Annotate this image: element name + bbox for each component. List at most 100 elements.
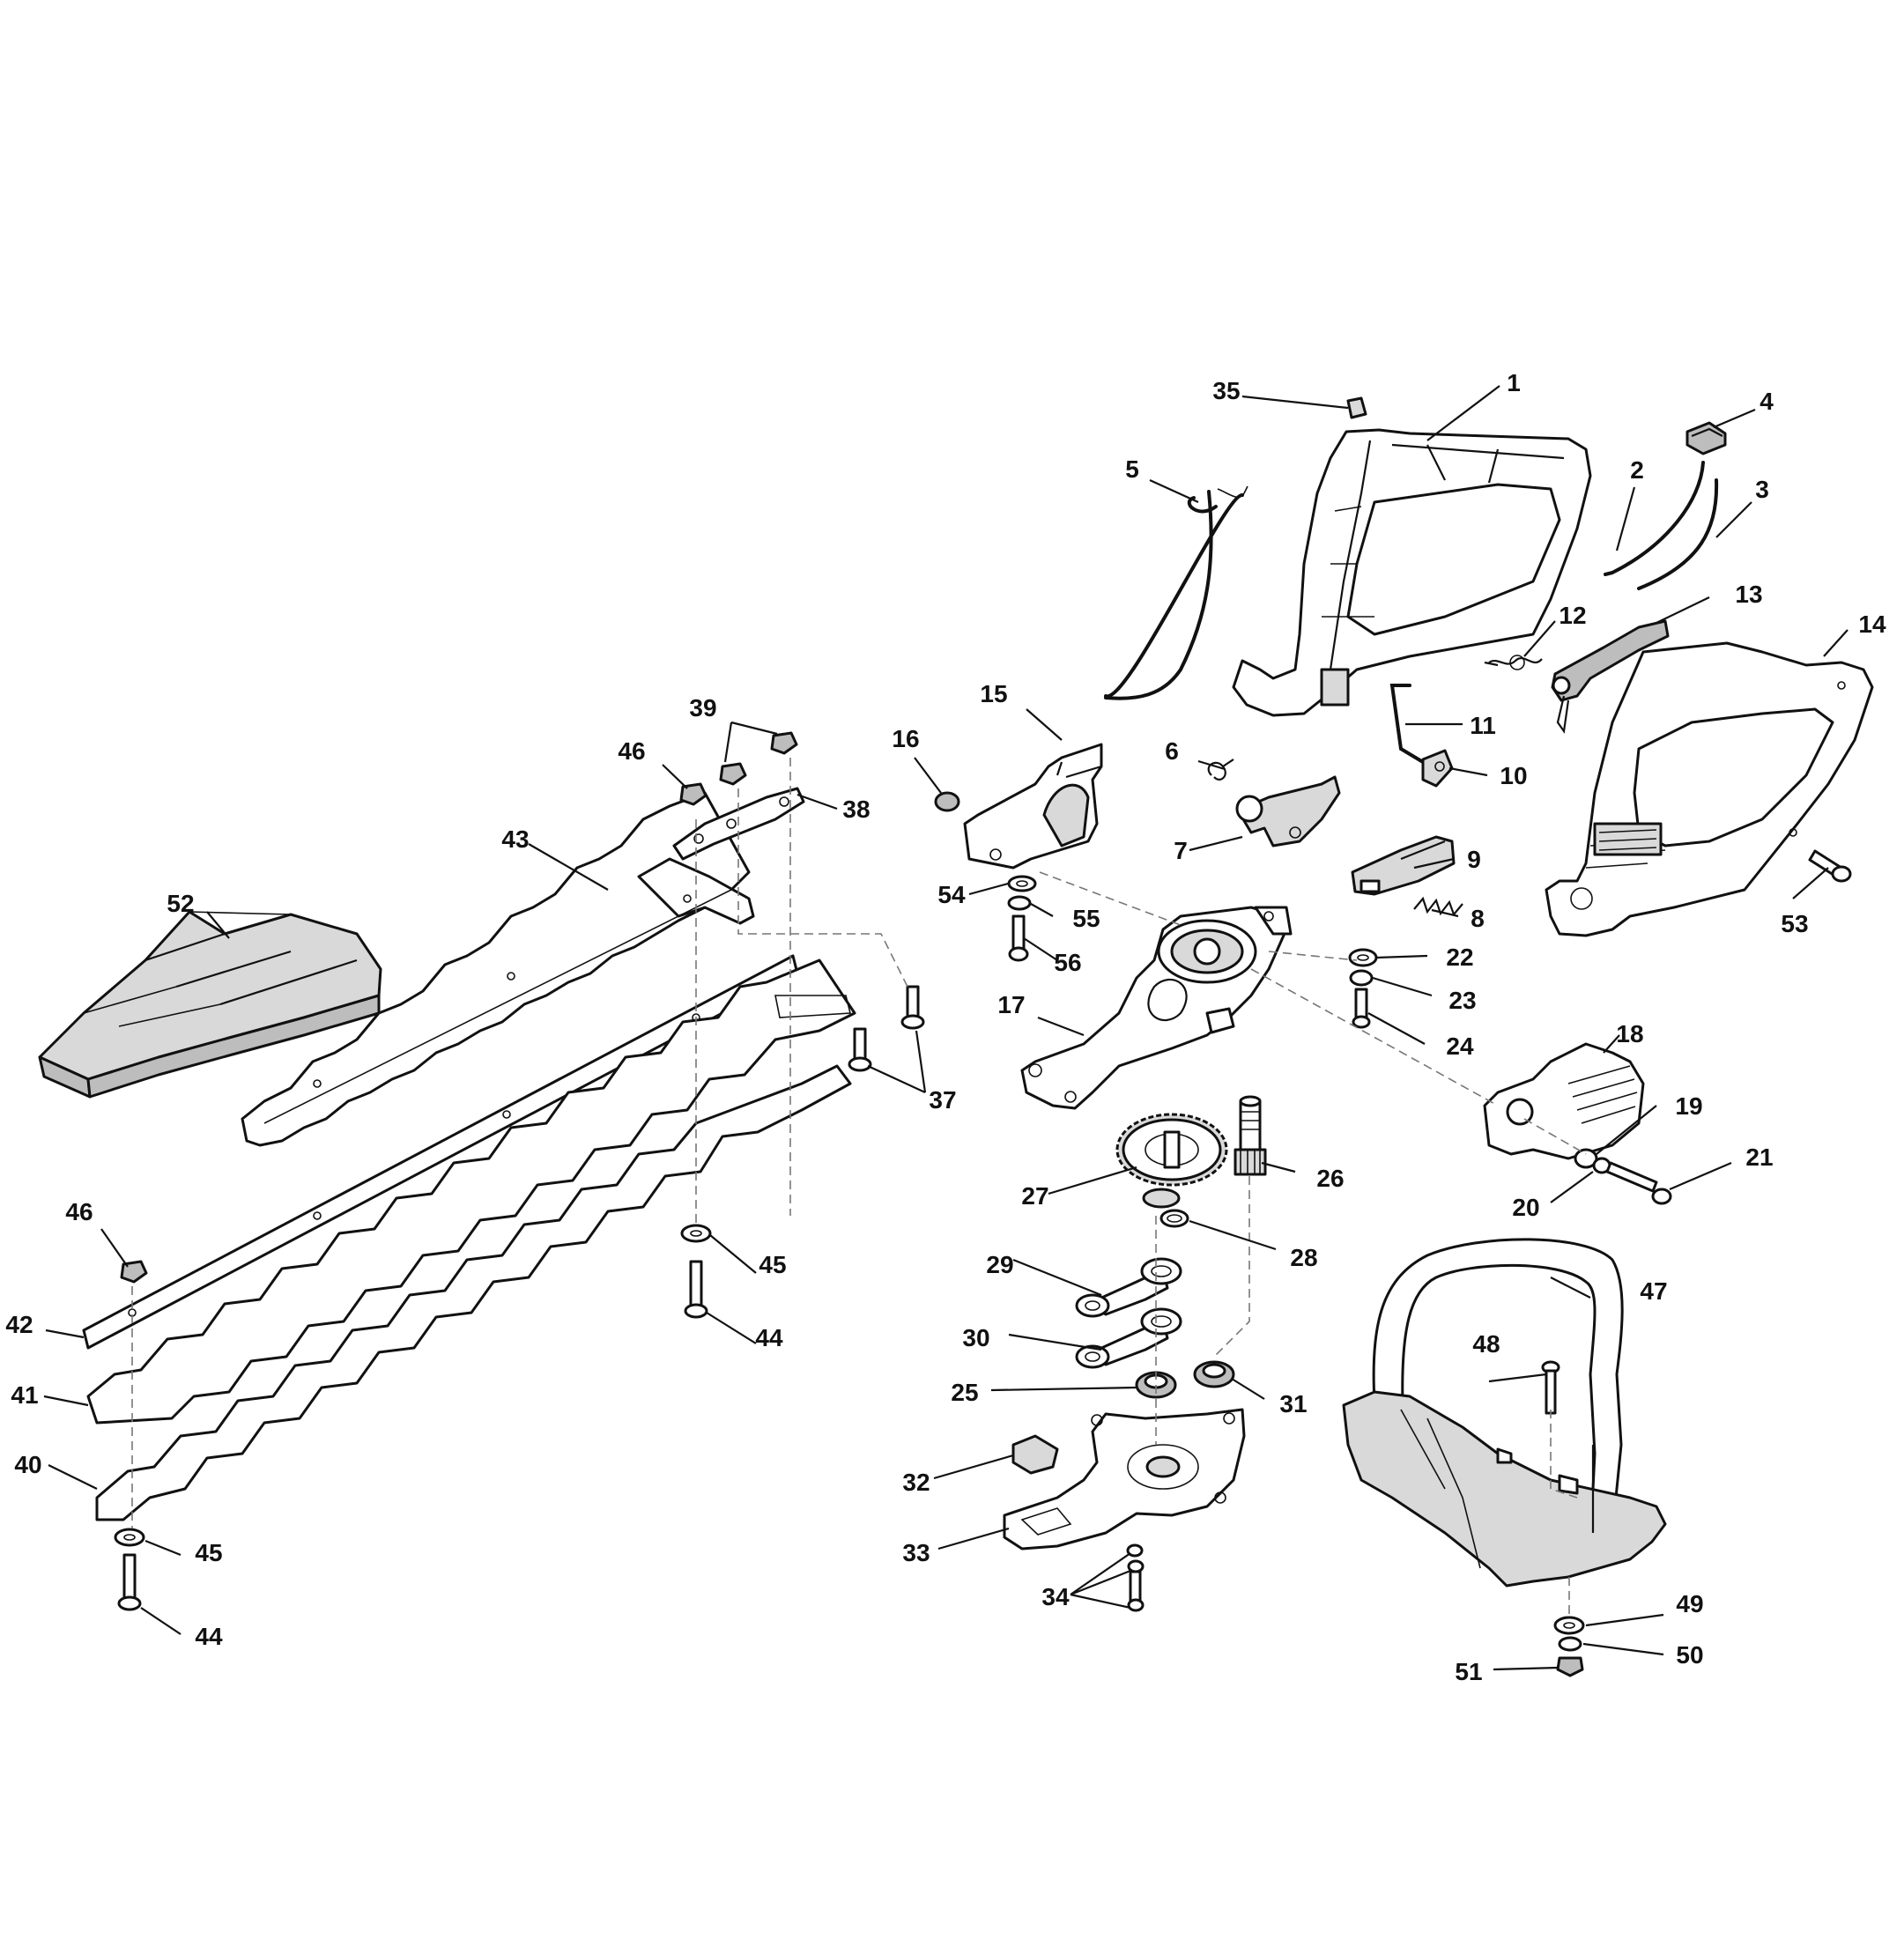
assembly-guide-lines: [131, 758, 1587, 1617]
callout-27: 27: [1021, 1182, 1048, 1210]
part-15-bracket: [963, 743, 1103, 870]
part-23-washer: [1349, 969, 1374, 987]
callout-29: 29: [986, 1251, 1013, 1278]
part-40-blade-lower: [95, 1064, 852, 1521]
callout-17: 17: [997, 991, 1025, 1018]
callout-41: 41: [11, 1381, 38, 1409]
callout-50: 50: [1676, 1641, 1703, 1669]
callout-52: 52: [167, 890, 194, 917]
callout-35: 35: [1212, 377, 1240, 404]
callout-32: 32: [902, 1469, 930, 1496]
callout-49: 49: [1676, 1590, 1703, 1617]
callout-20: 20: [1512, 1194, 1539, 1221]
part-6-spring: [1207, 759, 1234, 781]
part-28-ring: [1159, 1209, 1189, 1228]
callout-53: 53: [1781, 910, 1808, 937]
callout-24: 24: [1446, 1033, 1474, 1060]
callout-28: 28: [1290, 1244, 1317, 1271]
part-47-front-handle: [1342, 1238, 1667, 1588]
part-14-handle-cover: [1545, 641, 1874, 937]
callout-5: 5: [1125, 455, 1139, 483]
callout-26: 26: [1316, 1165, 1344, 1192]
part-52-blade-guard: [38, 910, 382, 1099]
part-46-nut-upper: [679, 782, 708, 806]
callout-54: 54: [937, 881, 966, 908]
part-10-bracket: [1421, 749, 1454, 788]
callout-44-right: 44: [755, 1324, 783, 1351]
part-48-bolt: [1541, 1360, 1560, 1415]
callout-21: 21: [1745, 1144, 1773, 1171]
callout-37: 37: [929, 1086, 956, 1114]
callout-46-upper: 46: [618, 737, 645, 765]
part-53-screw: [1808, 849, 1852, 883]
part-7-lock-lever: [1235, 775, 1341, 847]
callout-6: 6: [1165, 737, 1179, 765]
part-5-cable: [1104, 485, 1248, 700]
callout-8: 8: [1471, 905, 1485, 932]
part-49-washer: [1553, 1616, 1585, 1635]
callout-25: 25: [951, 1379, 978, 1406]
callout-19: 19: [1675, 1092, 1702, 1120]
callout-56: 56: [1054, 949, 1081, 976]
leader-lines: [43, 385, 1848, 1671]
part-45-washer-right: [680, 1224, 712, 1243]
callout-34: 34: [1041, 1583, 1070, 1610]
callout-12: 12: [1559, 602, 1586, 629]
callout-30: 30: [962, 1324, 989, 1351]
callout-2: 2: [1630, 456, 1644, 484]
callout-39: 39: [689, 694, 716, 722]
part-35-clip: [1346, 396, 1367, 419]
part-16-nut: [934, 791, 960, 812]
callout-11: 11: [1470, 712, 1496, 739]
callout-4: 4: [1760, 388, 1774, 415]
callout-14: 14: [1858, 611, 1886, 638]
part-56-screw: [1008, 914, 1029, 962]
part-32-block: [1011, 1434, 1059, 1475]
callout-7: 7: [1174, 837, 1188, 864]
part-11-rod: [1389, 684, 1425, 764]
part-44-bolt-left: [117, 1553, 142, 1611]
callout-45-left: 45: [195, 1539, 222, 1566]
callout-23: 23: [1448, 987, 1476, 1014]
callout-16: 16: [892, 725, 919, 752]
part-17-gear-housing: [1020, 906, 1293, 1110]
callout-47: 47: [1640, 1277, 1667, 1305]
callout-48: 48: [1472, 1330, 1500, 1358]
callout-10: 10: [1500, 762, 1527, 789]
part-13-trigger: [1551, 619, 1670, 734]
callout-9: 9: [1467, 846, 1481, 873]
callout-42: 42: [5, 1311, 33, 1338]
part-22-washer: [1348, 948, 1378, 967]
callout-31: 31: [1279, 1390, 1307, 1417]
callout-46-lower: 46: [65, 1198, 93, 1225]
callout-labels: 1 35 4 5 2 3 13 14 12 11 10 15 16 6 7 9 …: [5, 369, 1886, 1685]
part-4-switch: [1685, 421, 1727, 455]
callout-45-right: 45: [759, 1251, 786, 1278]
part-30-connecting-rod: [1075, 1307, 1182, 1369]
callout-1: 1: [1507, 369, 1521, 396]
part-45-washer-left: [114, 1528, 145, 1547]
part-44-bolt-right: [684, 1260, 708, 1319]
part-9-button: [1351, 835, 1456, 896]
part-24-screw: [1352, 988, 1371, 1029]
part-54-washer: [1007, 875, 1037, 892]
callout-13: 13: [1735, 581, 1762, 608]
part-26-pinion: [1234, 1095, 1267, 1176]
part-39-nuts: [719, 731, 798, 786]
part-19-washer: [1574, 1148, 1598, 1169]
part-21-bolt: [1605, 1161, 1672, 1205]
part-31-bearing: [1193, 1360, 1235, 1388]
callout-18: 18: [1616, 1020, 1643, 1047]
part-2-wire: [1604, 461, 1705, 576]
part-50-washer: [1558, 1636, 1582, 1652]
callout-44-left: 44: [195, 1623, 223, 1650]
part-1-handle-housing: [1232, 428, 1592, 717]
part-29-connecting-rod: [1075, 1257, 1182, 1318]
part-34-screws: [1126, 1543, 1145, 1612]
callout-15: 15: [980, 680, 1007, 707]
part-3-wire: [1637, 478, 1719, 590]
callout-55: 55: [1072, 905, 1100, 932]
part-8-spring: [1413, 896, 1463, 917]
callout-43: 43: [501, 825, 529, 853]
